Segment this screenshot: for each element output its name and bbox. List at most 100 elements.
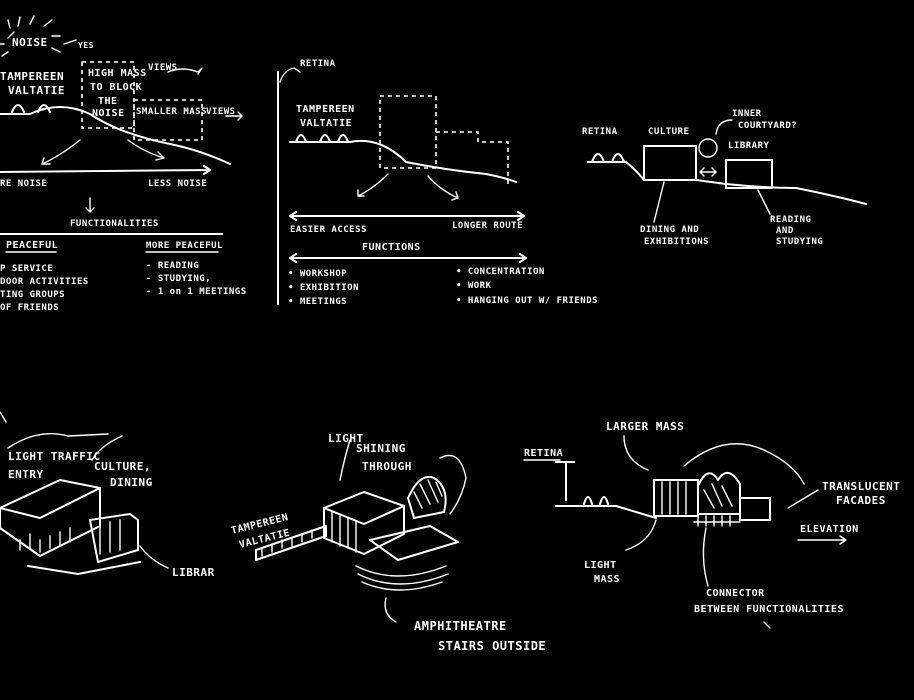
elevation-arrow-icon [797, 535, 847, 545]
connector-pointer [702, 527, 709, 587]
arc-pointer [683, 443, 805, 485]
views2-arrow-icon [225, 111, 243, 121]
functions-axis [289, 253, 527, 263]
arrow-right-2 [427, 175, 459, 201]
functions-label: FUNCTIONS [362, 242, 421, 253]
less-noise-label: LESS NOISE [148, 179, 207, 189]
and-label: AND [776, 226, 794, 236]
facade-pointer [787, 489, 819, 509]
base-slab [27, 561, 141, 575]
valtatie-label: VALTATIE [8, 84, 65, 97]
culture-label: CULTURE [648, 127, 689, 137]
exhibitions-label: EXHIBITIONS [644, 237, 709, 247]
left-item-1: P SERVICE [0, 264, 53, 274]
right-item-1: - READING [146, 261, 199, 271]
yes-label: YES [78, 41, 94, 50]
func-right-3: • HANGING OUT W/ FRIENDS [456, 296, 598, 306]
easier-access-label: EASIER ACCESS [290, 225, 367, 235]
peaceful-label: PEACEFUL [6, 240, 58, 251]
right-item-3: - 1 on 1 MEETINGS [146, 287, 247, 297]
main-block-top [323, 491, 405, 525]
translucent-facade-hatch [703, 483, 733, 509]
views2-label: VIEWS [206, 107, 236, 117]
high-mass-label-1: HIGH MASS [88, 68, 147, 79]
sketch-noise-section: NOISE YES TAMPEREEN VALTATIE HIGH MASS T… [0, 15, 247, 313]
plaza-slab [369, 525, 459, 561]
func-left-3: • MEETINGS [288, 297, 347, 307]
retina-pointer [279, 67, 301, 83]
high-mass-label-4: NOISE [92, 108, 125, 119]
inner-label: INNER [732, 109, 762, 119]
culture-dining-label-2: DINING [110, 476, 153, 489]
valtatie-label-2: VALTATIE [300, 118, 352, 129]
light-mass-label-2: MASS [594, 574, 620, 585]
library-block-hatch [99, 519, 121, 555]
translucent-hatch [413, 479, 443, 509]
entry-label: ENTRY [8, 468, 44, 481]
tampereen-label: TAMPEREEN [0, 70, 64, 83]
road-strip [255, 525, 327, 561]
connector-label-2: BETWEEN FUNCTIONALITIES [694, 604, 844, 615]
views-label: VIEWS [148, 63, 178, 73]
left-item-3: TING GROUPS [0, 290, 65, 300]
larger-mass-pointer [623, 435, 649, 471]
light-label: LIGHT [328, 432, 364, 445]
mass-outline-2 [436, 131, 509, 184]
connector-arrow-icon [699, 167, 717, 177]
elevation-label: ELEVATION [800, 524, 859, 535]
trees-icon-2 [295, 134, 349, 143]
right-arrow-icon [127, 139, 165, 161]
entry-block-side [0, 487, 101, 557]
more-peaceful-label: MORE PEACEFUL [146, 241, 223, 251]
sketch-entry-axo: LIGHT TRAFFIC ENTRY CULTURE, DINING LIBR… [0, 411, 215, 579]
connector-bridge [693, 515, 741, 527]
high-mass-outline [81, 61, 135, 129]
connector-tick [763, 621, 771, 629]
ground-line-3 [587, 161, 867, 205]
culture-dining-label-1: CULTURE, [94, 460, 151, 473]
left-item-4: OF FRIENDS [0, 303, 59, 313]
library-label-4: LIBRAR [172, 566, 215, 579]
facades-label: FACADES [836, 494, 886, 507]
trees-icon-3 [591, 153, 625, 163]
sketch-program-section: RETINA CULTURE INNER COURTYARD? LIBRARY … [582, 109, 867, 247]
trees-icon-6 [583, 496, 609, 505]
main-block-side [323, 505, 405, 555]
light-pointer-2 [439, 454, 467, 515]
retina-label-6: RETINA [524, 448, 563, 459]
entry-block-top [0, 479, 101, 519]
stairs-outside-label: STAIRS OUTSIDE [438, 639, 546, 653]
right-item-2: - STUDYING, [146, 274, 211, 284]
high-mass-label-2: TO BLOCK [90, 82, 142, 93]
light-mass-pointer [625, 519, 657, 551]
arrow-left-2 [357, 173, 389, 197]
studying-label: STUDYING [776, 237, 823, 247]
retina-label: RETINA [300, 59, 336, 69]
road-hatch [261, 529, 313, 557]
ground-line [0, 106, 231, 165]
left-arrow-icon [41, 139, 81, 165]
library-mass [725, 159, 773, 189]
light-pointer [339, 439, 351, 481]
light-mass-label-1: LIGHT [584, 560, 617, 571]
corner-mark [0, 411, 7, 423]
through-label: THROUGH [362, 460, 412, 473]
reading-pointer [757, 189, 771, 215]
entry-block-hatch [19, 527, 71, 553]
mass-outline-1 [379, 95, 437, 169]
amphitheatre-label: AMPHITHEATRE [414, 619, 507, 633]
noise-axis [0, 165, 211, 175]
shining-label: SHINING [356, 442, 406, 455]
views-arrow-icon [167, 67, 203, 75]
sketch-elevation: RETINA LARGER MASS TRANSLUCENT FACADES E… [523, 420, 900, 629]
longer-route-label: LONGER ROUTE [452, 221, 523, 231]
functionalities-label: FUNCTIONALITIES [70, 219, 159, 229]
amphitheatre-stairs [355, 565, 449, 591]
noise-burst-icon [0, 15, 61, 57]
dining-label: DINING AND [640, 225, 699, 235]
retina-sign-icon [555, 461, 575, 501]
retina-label-3: RETINA [582, 127, 618, 137]
translucent-volume [407, 476, 447, 519]
sketch-amphitheatre-axo: LIGHT SHINING THROUGH TAMPEREEN VALTATIE… [230, 432, 546, 653]
